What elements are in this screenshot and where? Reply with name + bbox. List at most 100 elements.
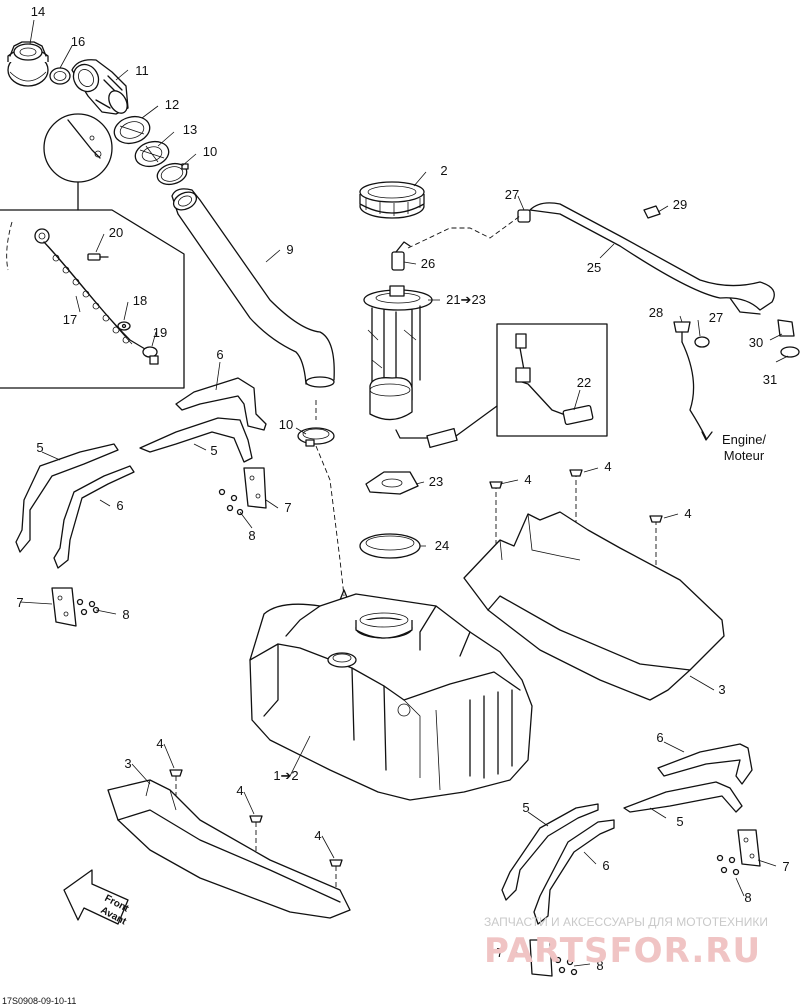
callout-8-bottom: 8 [596,958,603,973]
cap-31 [780,346,800,358]
skid-plate-left [107,779,351,919]
callout-8-right: 8 [744,890,751,905]
bolts-8-right [716,854,740,876]
strap-5-left [15,443,119,553]
watermark-caption: ЗАПЧАСТИ И АКСЕССУАРЫ ДЛЯ МОТОТЕХНИКИ [484,915,768,929]
fuel-cap [7,41,49,87]
callout-5-upper: 5 [210,443,217,458]
callout-28: 28 [649,305,663,320]
bracket-7-bottom [529,939,553,977]
washer-18 [117,321,131,331]
callout-25: 25 [587,260,601,275]
callout-5-left: 5 [36,440,43,455]
hose-clamp-top [156,162,189,186]
callout-14: 14 [31,4,45,19]
callout-7-left: 7 [16,595,23,610]
bracket-7-left [51,587,77,627]
screw-20 [87,253,109,261]
clip-29 [643,205,661,219]
callout-3-left: 3 [124,756,131,771]
pump-gasket [365,471,419,495]
callout-23: 23 [429,474,443,489]
push-rivets [169,469,663,867]
strap-6-lower-right [533,819,615,925]
callout-27-bottom: 27 [709,310,723,325]
tank-seal-ring [359,533,421,559]
engine-label-en: Engine/ [722,432,766,447]
filler-hose [171,188,335,388]
callout-3-right: 3 [718,682,725,697]
callout-22: 22 [577,375,591,390]
callout-4-d: 4 [156,736,163,751]
vent-line-to-engine [681,341,707,439]
callout-7-upper: 7 [284,500,291,515]
callout-8-upper: 8 [248,528,255,543]
drawing-code: 17S0908-09-10-11 [2,996,76,1006]
engine-label-fr: Moteur [724,448,765,463]
tether-cord-beads [52,254,130,344]
callout-21-23: 21➔23 [446,292,486,307]
callout-30: 30 [749,335,763,350]
front-arrow [63,869,129,925]
callout-13: 13 [183,122,197,137]
tether-detail-box [0,209,185,389]
callout-17: 17 [63,312,77,327]
callout-2: 2 [440,163,447,178]
callout-4-b: 4 [604,459,611,474]
engine-arrow [701,431,713,441]
callout-7-bottom: 7 [496,945,503,960]
callout-4-a: 4 [524,472,531,487]
pump-lock-ring [359,181,425,219]
fuel-tank [249,593,533,801]
callout-7-right: 7 [782,859,789,874]
bolts-8-left [76,598,100,616]
callout-6-left: 6 [116,498,123,513]
bolts-8-upper [218,488,244,516]
callout-5-lower: 5 [522,800,529,815]
leader-lines [19,19,789,967]
callout-11: 11 [135,63,149,78]
skid-plate-right [463,511,725,701]
strap-5-right [623,781,743,813]
callout-4-f: 4 [314,828,321,843]
callout-10-bottom: 10 [279,417,293,432]
callout-26: 26 [421,256,435,271]
callout-5-right: 5 [676,814,683,829]
strap-6-right [657,743,753,785]
rollover-valve-28 [673,321,691,343]
strap-6-left [53,465,135,569]
callout-24: 24 [435,538,449,553]
callout-31: 31 [763,372,777,387]
elbow-fitting-27-top [517,209,531,223]
fitting-27-bottom [694,336,710,348]
strap-5-lower-right [501,803,599,901]
bracket-30 [777,319,795,337]
callout-8-left: 8 [122,607,129,622]
callout-19: 19 [153,325,167,340]
callout-20: 20 [109,225,123,240]
adapter-ring-13 [134,140,170,168]
bracket-7-right [737,829,761,867]
strap-5-upper-left [139,417,253,463]
callout-6-lower: 6 [602,858,609,873]
level-sensor-detail-box [455,323,608,437]
fuel-pump-module [363,285,458,449]
callout-29: 29 [673,197,687,212]
callout-6-right: 6 [656,730,663,745]
quick-connector [391,241,411,271]
bracket-7-upper [243,467,267,509]
callout-4-e: 4 [236,783,243,798]
clip-19 [142,346,159,365]
strap-6-upper-left [175,377,267,431]
callout-27-top: 27 [505,187,519,202]
gasket-ring-12 [113,115,151,145]
cap-gasket [49,67,71,85]
callout-4-c: 4 [684,506,691,521]
vent-hose [529,202,775,315]
callout-12: 12 [165,97,179,112]
filler-neck [71,59,129,115]
callout-16: 16 [71,34,85,49]
hose-clamp-bottom [297,427,335,447]
callout-labels: 14 16 11 12 13 10 9 20 18 17 19 2 26 21➔… [16,4,789,973]
